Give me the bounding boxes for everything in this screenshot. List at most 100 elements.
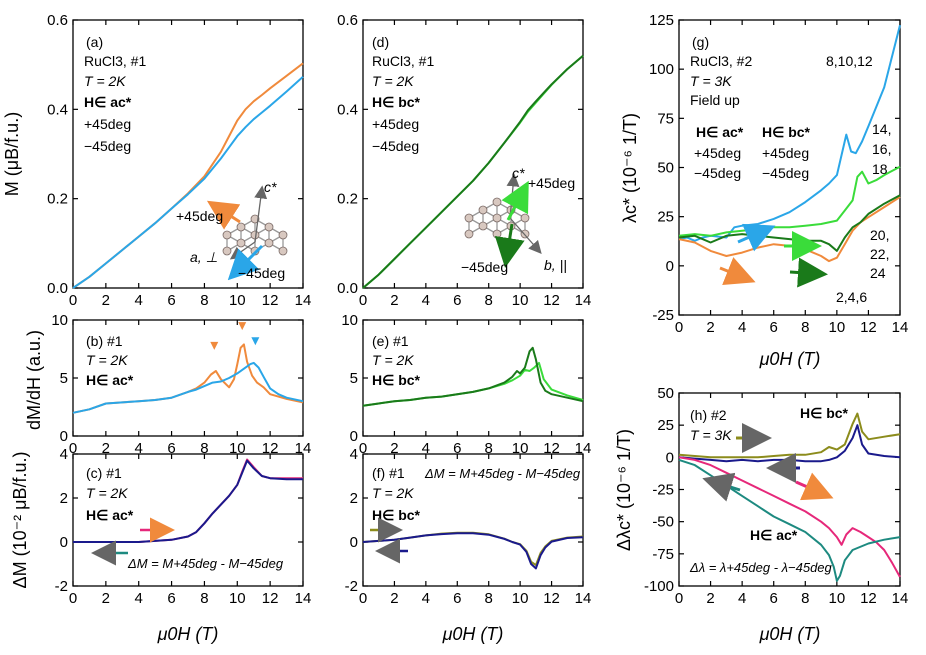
series-line-blue	[72, 361, 304, 414]
field-list-lg: 18	[872, 161, 888, 177]
x-tick-label: 10	[829, 319, 846, 336]
y-tick-label: -25	[652, 307, 674, 324]
y-axis-title-g: λc* (10⁻⁶ 1/T)	[620, 113, 640, 223]
x-tick-label: 6	[453, 440, 461, 457]
series-line-navy	[362, 532, 584, 570]
x-tick-label: 2	[706, 590, 714, 607]
series-line-lightgreen	[678, 165, 901, 237]
x-tick-label: 14	[575, 590, 592, 607]
x-tick-label: 6	[167, 590, 175, 607]
inset-label-axis: c*	[264, 179, 277, 195]
arrow-sweep	[702, 472, 741, 502]
series-line-navy	[678, 424, 901, 463]
legend-bc-plus45: +45deg	[762, 145, 809, 161]
panel-label: (d)	[372, 34, 389, 50]
x-tick-label: 2	[102, 292, 110, 309]
x-tick-label: 0	[69, 590, 77, 607]
legend-ac-plus45: +45deg	[694, 145, 741, 161]
x-tick-label: 4	[738, 590, 746, 607]
x-tick-label: 6	[453, 590, 461, 607]
temperature-label: T = 3K	[690, 427, 732, 443]
x-tick-label: 10	[512, 440, 529, 457]
series-line-olive	[362, 531, 584, 567]
x-axis-title-c: μ0H (T)	[157, 624, 219, 644]
field-list-lg: 16,	[872, 141, 891, 157]
y-tick-label: 2	[60, 490, 68, 507]
x-tick-label: 6	[453, 292, 461, 309]
x-tick-label: 2	[706, 319, 714, 336]
field-list-dg: 20,	[870, 227, 889, 243]
x-tick-label: 0	[359, 590, 367, 607]
y-tick-label: -50	[652, 514, 674, 531]
y-tick-label: 5	[60, 370, 68, 387]
x-tick-label: 12	[543, 440, 560, 457]
y-tick-label: 0.4	[47, 101, 68, 118]
x-axis-title-f: μ0H (T)	[442, 624, 504, 644]
y-tick-label: 100	[649, 61, 674, 78]
x-tick-label: 14	[295, 590, 312, 607]
x-tick-label: 6	[770, 590, 778, 607]
x-tick-label: 10	[512, 590, 529, 607]
delta-definition: ΔM = M+45deg - M−45deg	[424, 466, 581, 481]
x-tick-label: 2	[390, 590, 398, 607]
x-tick-label: 4	[422, 590, 430, 607]
y-tick-label: -75	[652, 546, 674, 563]
panel-label: (c) #1	[86, 465, 122, 481]
arrow-sweep	[789, 257, 828, 288]
x-tick-label: 2	[390, 440, 398, 457]
x-tick-label: 10	[229, 292, 246, 309]
x-tick-label: 6	[770, 319, 778, 336]
sample-label: RuCl3, #1	[84, 53, 146, 69]
x-tick-label: 12	[262, 440, 279, 457]
legend-ac-header: H∈ ac*	[696, 124, 744, 140]
x-tick-label: 4	[135, 292, 143, 309]
y-tick-label: 0	[60, 534, 68, 551]
x-tick-label: 12	[860, 319, 877, 336]
temperature-label: T = 2K	[372, 352, 414, 368]
inset-label-axis: c*	[512, 165, 525, 181]
inset-label-minus45: −45deg	[238, 265, 285, 281]
panel-label: (b) #1	[86, 333, 123, 349]
x-tick-label: 12	[543, 590, 560, 607]
sample-label: RuCl3, #1	[372, 53, 434, 69]
x-tick-label: 8	[801, 319, 809, 336]
panel-label: (g)	[692, 34, 709, 50]
inset-label-minus45: −45deg	[461, 259, 508, 275]
y-tick-label: 0.6	[337, 12, 358, 29]
field-orientation-bc: H∈ bc*	[800, 405, 849, 421]
x-tick-label: 0	[675, 590, 683, 607]
panel-label: (e) #1	[372, 333, 409, 349]
x-tick-label: 0	[359, 292, 367, 309]
series-line-olive	[678, 412, 901, 459]
x-tick-label: 14	[575, 292, 592, 309]
plot-frame	[72, 453, 304, 587]
inset-label-axis: b, ||	[544, 257, 567, 273]
y-tick-label: 0.2	[337, 191, 358, 208]
legend-ac-minus45: −45deg	[694, 165, 741, 181]
x-tick-label: 10	[229, 440, 246, 457]
legend-bc-minus45: −45deg	[762, 165, 809, 181]
x-tick-label: 8	[200, 590, 208, 607]
field-orientation-label: H∈ ac*	[84, 94, 132, 110]
peak-marker	[251, 337, 260, 346]
arrow-sweep	[719, 257, 756, 286]
x-tick-label: 12	[543, 292, 560, 309]
legend-bc-header: H∈ bc*	[762, 124, 811, 140]
y-tick-label: -25	[652, 482, 674, 499]
series-line-lightgreen	[362, 54, 584, 289]
y-tick-label: 0	[350, 534, 358, 551]
x-tick-label: 14	[295, 440, 312, 457]
delta-definition: Δλ = λ+45deg - λ−45deg	[689, 560, 833, 575]
y-tick-label: 0.2	[47, 191, 68, 208]
y-tick-label: 0	[350, 428, 358, 445]
panel-label: (h) #2	[690, 407, 727, 423]
x-tick-label: 10	[512, 292, 529, 309]
y-tick-label: 4	[60, 446, 68, 463]
x-tick-label: 8	[485, 590, 493, 607]
series-line-darkgreen	[362, 346, 584, 407]
